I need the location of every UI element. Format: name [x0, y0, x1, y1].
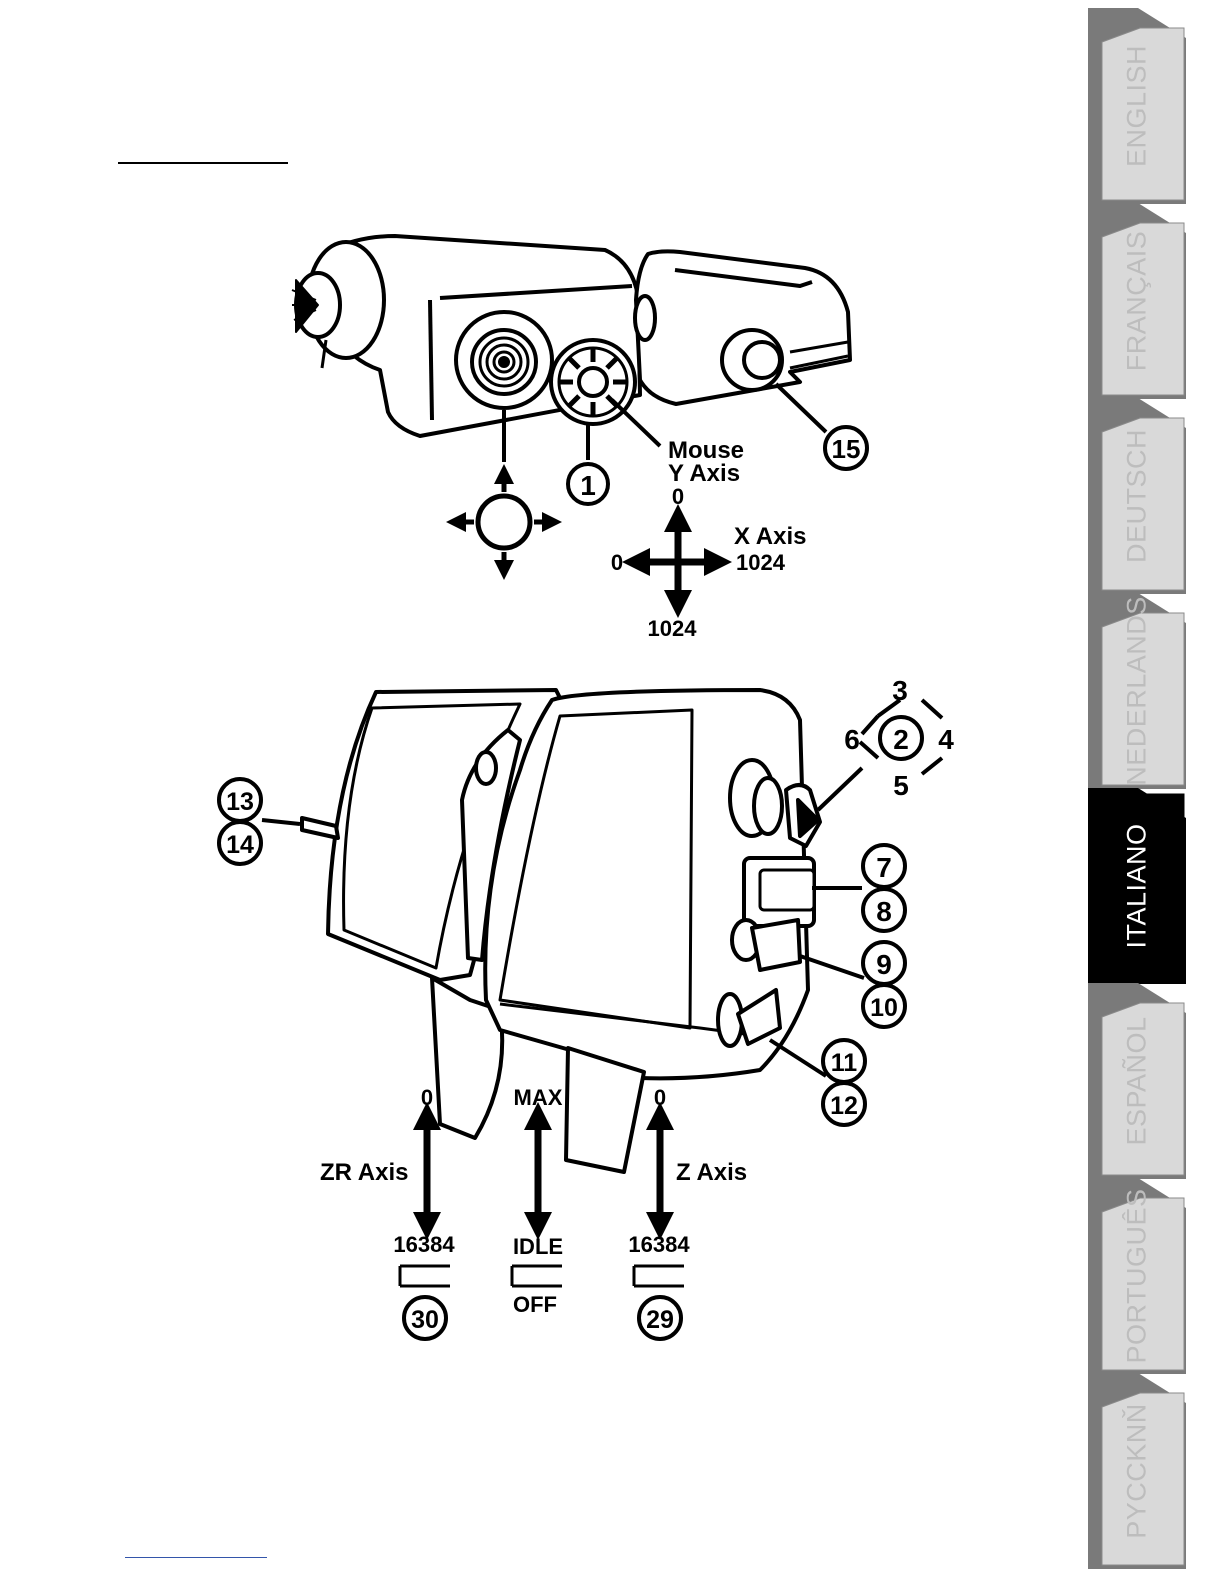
hat-left-label: 6 [844, 724, 860, 755]
language-tab-label: PYCCKNŇ [1122, 1373, 1153, 1569]
callout-9: 9 [863, 942, 905, 984]
language-tab-english[interactable]: ENGLISH [1088, 8, 1186, 204]
callout-10: 10 [863, 985, 905, 1027]
zr-axis-label: ZR Axis [320, 1159, 408, 1186]
language-tab-pyccknň[interactable]: PYCCKNŇ [1088, 1373, 1186, 1569]
zr-axis-top-label: 0 [421, 1085, 433, 1110]
zr-axis-bottom-label: 16384 [393, 1232, 455, 1257]
language-tab-label: NEDERLANDS [1122, 593, 1153, 789]
language-tab-label: ESPAÑOL [1122, 983, 1153, 1179]
hat-down-label: 5 [893, 770, 909, 801]
language-tab-label: FRANÇAIS [1122, 203, 1153, 399]
language-tab-label: ITALIANO [1122, 788, 1153, 984]
throttle-max-label: MAX [514, 1085, 563, 1110]
language-tab-label: PORTUGUÊS [1122, 1178, 1153, 1374]
svg-text:13: 13 [226, 788, 254, 816]
language-tab-nederlands[interactable]: NEDERLANDS [1088, 593, 1186, 789]
mouse-xy-axis-cross [636, 518, 718, 604]
callout-8: 8 [863, 889, 905, 931]
svg-text:9: 9 [876, 949, 892, 980]
hat-up-label: 3 [892, 675, 908, 706]
y-axis-min-label: 0 [672, 484, 684, 509]
hat-switch-diagram: 2 3 4 5 6 [844, 675, 954, 801]
svg-text:8: 8 [876, 896, 892, 927]
mouse-axis-label: Y Axis [668, 460, 740, 487]
language-tab-label: ENGLISH [1122, 8, 1153, 204]
language-tab-label: DEUTSCH [1122, 398, 1153, 594]
language-tab-français[interactable]: FRANÇAIS [1088, 203, 1186, 399]
hat-center-label: 2 [893, 724, 909, 755]
throttle-diagram: 1 15 Mouse Y Axis 0 1024 X Axis 0 1024 [0, 0, 1080, 1584]
hat-right-label: 4 [938, 724, 954, 755]
throttle-range-indicator [512, 1116, 562, 1286]
svg-text:11: 11 [831, 1049, 858, 1077]
z-axis-label: Z Axis [676, 1159, 747, 1186]
language-tab-italiano[interactable]: ITALIANO [1088, 788, 1186, 984]
ministick-directions-icon [456, 474, 552, 570]
throttle-idle-label: IDLE [513, 1234, 563, 1259]
language-tab-deutsch[interactable]: DEUTSCH [1088, 398, 1186, 594]
y-axis-max-label: 1024 [648, 616, 698, 641]
callout-1: 1 [568, 464, 608, 504]
top-throttle-illustration [292, 236, 850, 436]
z-axis-top-label: 0 [654, 1085, 666, 1110]
language-tab-español[interactable]: ESPAÑOL [1088, 983, 1186, 1179]
callout-29: 29 [646, 1306, 674, 1334]
callout-12: 12 [823, 1083, 865, 1125]
language-tab-português[interactable]: PORTUGUÊS [1088, 1178, 1186, 1374]
x-axis-label: X Axis [734, 523, 806, 550]
svg-text:7: 7 [876, 852, 892, 883]
callout-7: 7 [863, 845, 905, 887]
callout-11: 11 [823, 1040, 865, 1082]
svg-text:1: 1 [580, 470, 596, 501]
svg-text:14: 14 [226, 831, 254, 859]
z-axis-bottom-label: 16384 [628, 1232, 690, 1257]
x-axis-min-label: 0 [611, 550, 623, 575]
callout-30: 30 [411, 1306, 439, 1334]
throttle-off-label: OFF [513, 1292, 557, 1317]
x-axis-max-label: 1024 [736, 550, 786, 575]
svg-text:12: 12 [830, 1092, 858, 1120]
callout-13: 13 [219, 779, 261, 821]
callout-14: 14 [219, 822, 261, 864]
svg-text:10: 10 [870, 994, 898, 1022]
svg-text:15: 15 [832, 434, 861, 464]
callout-15: 15 [825, 427, 867, 469]
